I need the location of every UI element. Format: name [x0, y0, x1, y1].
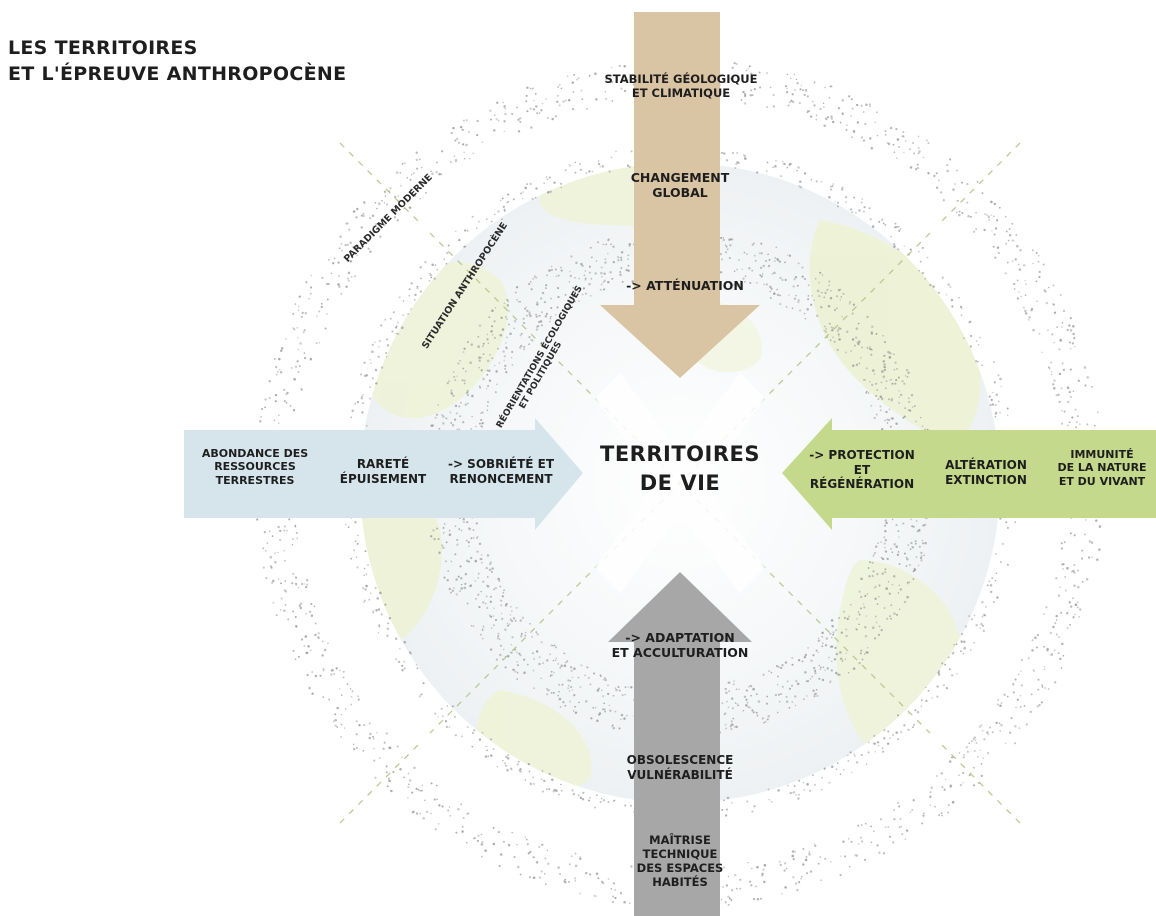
- left-inner-label: -> SOBRIÉTÉ ET RENONCEMENT: [438, 457, 564, 486]
- top-arrow: [600, 12, 760, 378]
- left-middle-label: RARETÉ ÉPUISEMENT: [333, 457, 433, 486]
- left-outer-line-1: ABONDANCE DES: [201, 447, 309, 460]
- top-outer-label: STABILITÉ GÉOLOGIQUE ET CLIMATIQUE: [597, 72, 765, 100]
- right-arrow: [782, 418, 1156, 530]
- diagram-title: LES TERRITOIRES ET L'ÉPREUVE ANTHROPOCÈN…: [8, 36, 346, 87]
- bottom-inner-label: -> ADAPTATION ET ACCULTURATION: [604, 630, 756, 661]
- right-inner-line-3: RÉGÉNÉRATION: [809, 477, 915, 492]
- bottom-inner-line-2: ET ACCULTURATION: [611, 645, 749, 661]
- right-outer-line-2: DE LA NATURE: [1057, 461, 1147, 475]
- right-middle-label: ALTÉRATION EXTINCTION: [934, 458, 1038, 487]
- right-inner-line-2: ET: [853, 462, 871, 477]
- bottom-outer-line-4: HABITÉS: [652, 875, 708, 890]
- bottom-arrow: [608, 572, 752, 916]
- left-inner-line-2: RENONCEMENT: [449, 471, 553, 486]
- center-line-2: DE VIE: [639, 470, 721, 495]
- bottom-outer-line-2: TECHNIQUE: [642, 847, 718, 862]
- right-inner-label: -> PROTECTION ET RÉGÉNÉRATION: [800, 448, 924, 492]
- top-middle-line-1: CHANGEMENT: [630, 170, 730, 185]
- center-cross: [595, 373, 765, 593]
- right-middle-line-1: ALTÉRATION: [945, 458, 1027, 472]
- right-inner-line-1: -> PROTECTION: [809, 448, 915, 462]
- bottom-middle-line-1: OBSOLESCENCE: [626, 753, 734, 767]
- bottom-outer-line-1: MAÎTRISE: [649, 833, 711, 847]
- top-inner-label: -> ATTÉNUATION: [626, 278, 744, 293]
- left-outer-label: ABONDANCE DES RESSOURCES TERRESTRES: [200, 447, 310, 487]
- right-middle-line-2: EXTINCTION: [945, 472, 1027, 487]
- top-outer-line-2: ET CLIMATIQUE: [631, 86, 731, 101]
- left-outer-line-2: RESSOURCES: [214, 460, 296, 474]
- title-line-2: ET L'ÉPREUVE ANTHROPOCÈNE: [8, 62, 347, 85]
- center-label: TERRITOIRES DE VIE: [585, 440, 775, 498]
- left-outer-line-3: TERRESTRES: [215, 473, 295, 487]
- top-middle-label: CHANGEMENT GLOBAL: [612, 170, 748, 201]
- center-line-1: TERRITOIRES: [600, 442, 760, 466]
- bottom-outer-label: MAÎTRISE TECHNIQUE DES ESPACES HABITÉS: [626, 833, 734, 889]
- right-outer-label: IMMUNITÉ DE LA NATURE ET DU VIVANT: [1050, 448, 1154, 488]
- left-middle-line-2: ÉPUISEMENT: [339, 471, 427, 486]
- bottom-outer-line-3: DES ESPACES: [636, 861, 724, 876]
- left-middle-line-1: RARETÉ: [356, 457, 410, 471]
- right-outer-line-1: IMMUNITÉ: [1070, 448, 1134, 461]
- title-line-1: LES TERRITOIRES: [8, 37, 198, 59]
- bottom-middle-line-2: VULNÉRABILITÉ: [627, 767, 733, 782]
- right-outer-line-3: ET DU VIVANT: [1058, 474, 1146, 488]
- bottom-inner-line-1: -> ADAPTATION: [625, 630, 735, 645]
- top-outer-line-1: STABILITÉ GÉOLOGIQUE: [604, 72, 758, 86]
- left-arrow: [184, 418, 583, 530]
- left-inner-line-1: -> SOBRIÉTÉ ET: [447, 457, 555, 471]
- top-middle-line-2: GLOBAL: [652, 185, 708, 201]
- bottom-middle-label: OBSOLESCENCE VULNÉRABILITÉ: [606, 753, 754, 782]
